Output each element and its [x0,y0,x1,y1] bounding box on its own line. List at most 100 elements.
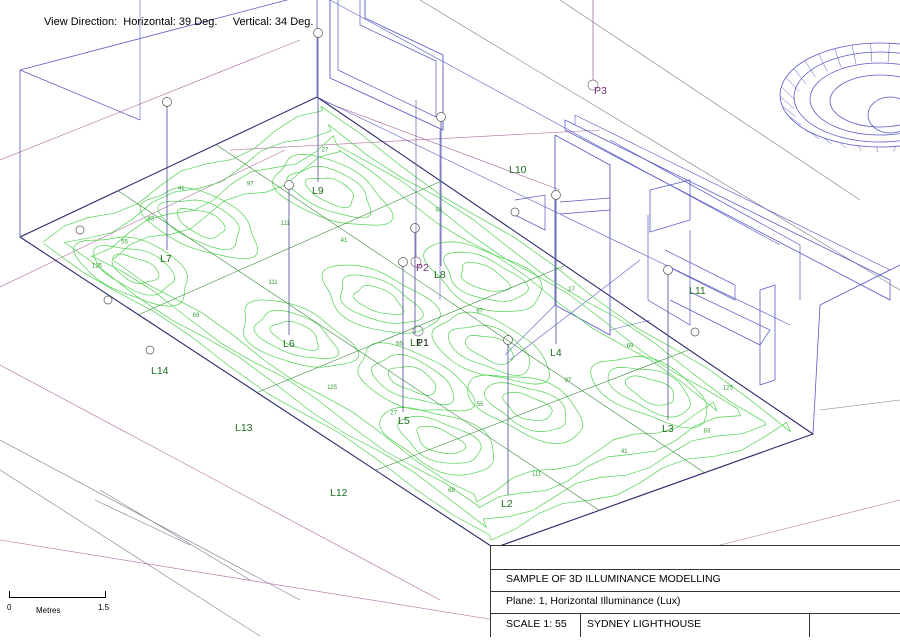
luminaire-head [664,266,673,275]
wall-edge [20,0,325,70]
point-label-p3: P3 [594,85,607,97]
contour-line [388,366,436,395]
contour-line [322,265,441,333]
luminaire-head [314,29,323,38]
tank-rib [835,49,841,67]
contour-value: 83 [148,217,155,223]
contour-value: 97 [476,309,483,315]
luminaire-head [437,113,446,122]
luminaire-label-l13: L13 [235,422,253,434]
contour-line [503,392,553,420]
grid-line [257,266,565,393]
tank-rib [819,54,828,72]
floor-outline [20,97,813,548]
luminaire-label-l4: L4 [550,347,562,359]
bracket [560,198,610,214]
luminaire-head [163,98,172,107]
tank-rib [781,87,795,100]
luminaire-head [511,208,519,216]
contour-line [112,254,159,283]
contour-line [353,285,403,314]
tank-core [868,97,900,133]
contour-value: 55 [477,402,484,408]
luminaire-head [285,181,294,190]
contour-value: 27 [568,287,575,293]
luminaire-label-l14: L14 [151,365,169,377]
contour-line [448,325,529,375]
contour-line [372,354,454,404]
rail [610,140,800,300]
luminaire-label-l7: L7 [160,253,172,265]
contour-line [177,208,225,238]
tank-ring [830,75,900,127]
contour-value: 97 [247,182,254,188]
luminaire-label-l3: L3 [662,423,674,435]
contour-line [468,375,583,444]
luminaire-head [104,296,112,304]
luminaire-head [76,226,84,234]
contour-line [379,407,493,475]
contour-value: 69 [193,313,200,319]
tank-rib [788,116,801,125]
plan-grid-lines [118,145,705,511]
tank-ring [810,63,900,135]
contour-value: 125 [327,385,338,391]
post [760,285,775,385]
luminaire-head [552,191,561,200]
reference-line [0,365,440,600]
reference-line [0,40,300,160]
point-label-p2: P2 [416,262,429,274]
contour-line [140,188,258,259]
strut [510,260,640,360]
reference-line [0,150,285,287]
contour-value: 125 [92,263,103,269]
contour-value-labels: 4183125559727691114183125559727691114183… [92,147,734,494]
contour-value: 41 [178,186,185,192]
box [650,180,690,232]
illuminance-contours [43,106,790,540]
contour-value: 55 [121,239,128,245]
contour-value: 69 [448,488,455,494]
beam [565,120,890,300]
tank-ring [780,43,900,147]
contour-line [417,426,466,454]
ground-line [100,490,250,580]
contour-value: 125 [723,385,734,391]
contour-line [591,356,707,428]
luminaire-label-l5: L5 [398,415,410,427]
tank-rib [858,146,861,151]
title-block: SAMPLE OF 3D ILLUMINANCE MODELLING Plane… [490,545,900,637]
tank-rib [805,61,816,78]
contour-value: 69 [627,344,634,350]
scale-bar-line [9,591,106,598]
contour-value: 111 [268,280,278,286]
luminaire-label-l2: L2 [501,498,513,510]
contour-line [287,166,371,218]
plane-text: Plane: 1, Horizontal Illuminance (Lux) [506,595,681,607]
strut [610,320,650,330]
wall-edge [813,305,820,434]
ledge-lower [670,292,770,345]
tank-rib [824,138,832,144]
contour-value: 83 [435,207,442,213]
scale-unit: Metres [36,606,60,615]
ground-line [420,0,900,290]
luminaire-label-l12: L12 [330,487,348,499]
tank-rib [794,69,806,85]
contour-line [432,312,550,384]
tank-rib [888,43,889,62]
reference-line [230,130,600,150]
contour-line [158,200,239,250]
wall-edge [20,70,140,120]
contour-value: 27 [390,411,397,417]
tank-rib [871,43,872,62]
point-label-p1: P1 [416,337,429,349]
reference-line [0,540,495,620]
scale-start: 0 [7,603,11,612]
luminaire-head [146,346,154,354]
luminaire-label-l6: L6 [283,338,295,350]
luminaire-head [411,224,420,233]
luminaire-label-l10: L10 [509,164,527,176]
